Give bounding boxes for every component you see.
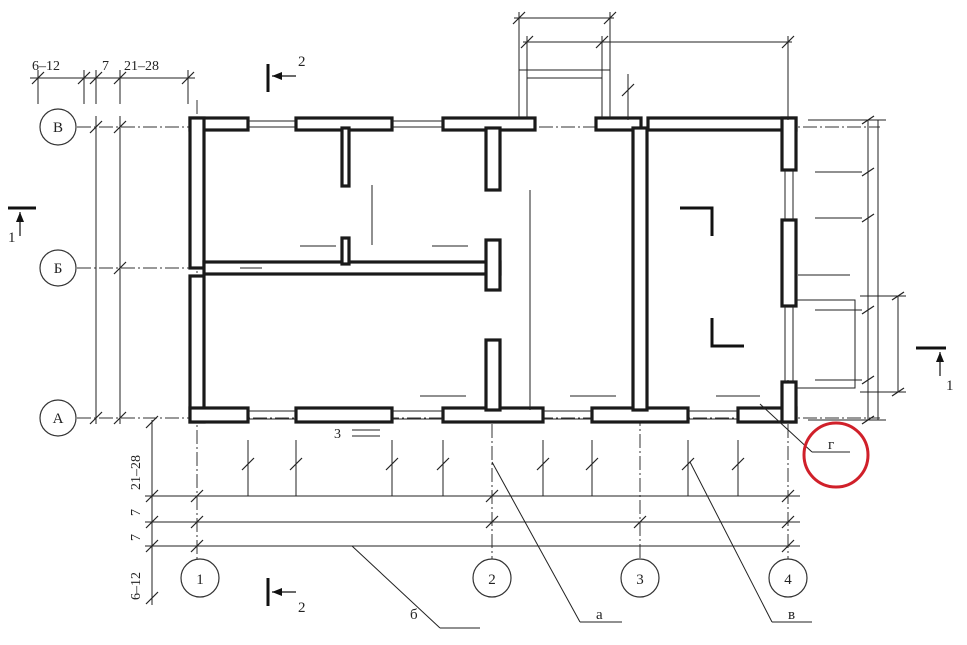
top-left-dim-1: 6–12 bbox=[32, 59, 60, 74]
axis-bubble-2 bbox=[472, 558, 512, 598]
section-corner-mark bbox=[680, 206, 714, 236]
callout-v: в bbox=[689, 461, 812, 623]
axis-bubble-3 bbox=[620, 558, 660, 598]
section-marker-2-top: 2 bbox=[266, 54, 306, 92]
axis-label-b: Б bbox=[54, 261, 63, 277]
column-axis-bubbles: 1 2 3 4 bbox=[180, 558, 808, 598]
arrow-up-icon bbox=[16, 212, 24, 222]
callout-a-label: а bbox=[596, 607, 603, 623]
small-dim-text: 3 bbox=[334, 427, 341, 442]
axis-label-2: 2 bbox=[488, 572, 496, 588]
walls bbox=[188, 116, 798, 424]
callout-a: а bbox=[491, 461, 622, 623]
wall-segment bbox=[646, 116, 798, 132]
highlight-circle bbox=[802, 421, 870, 489]
callout-b-label: б bbox=[410, 607, 418, 623]
top-left-dim-2: 7 bbox=[102, 59, 109, 74]
wall-segment bbox=[780, 116, 798, 172]
axis-label-a: А bbox=[53, 411, 64, 427]
wall-segment bbox=[631, 126, 649, 412]
section-corner-mark bbox=[710, 318, 744, 348]
left-dim-4: 6–12 bbox=[129, 572, 144, 600]
wall-segment bbox=[484, 338, 502, 412]
small-dimension: 3 bbox=[334, 427, 380, 442]
axis-bubble-a bbox=[39, 399, 77, 437]
left-vertical-dimensions bbox=[89, 116, 127, 425]
wall-segment bbox=[594, 116, 643, 132]
vestibule bbox=[518, 69, 611, 118]
section-1-left-label: 1 bbox=[8, 230, 16, 246]
axis-bubble-b bbox=[39, 249, 77, 287]
row-axis-bubbles: В Б А bbox=[39, 108, 77, 437]
right-dimension-chain bbox=[808, 115, 906, 425]
left-dimension-texts: 21–28 7 7 6–12 bbox=[129, 455, 144, 600]
axis-bubble-4 bbox=[768, 558, 808, 598]
bay-projection bbox=[796, 299, 856, 389]
section-marker-1-right: 1 bbox=[916, 346, 954, 394]
bottom-dimension-chains bbox=[145, 415, 800, 629]
section-marker-2-bottom: 2 bbox=[266, 578, 306, 616]
wall-segment bbox=[188, 116, 206, 270]
wall-segment bbox=[188, 406, 250, 424]
left-dim-2: 7 bbox=[129, 509, 144, 516]
callout-g: г bbox=[759, 403, 870, 489]
wall-segment bbox=[780, 218, 798, 308]
interior-marks bbox=[240, 171, 862, 410]
callout-v-label: в bbox=[788, 607, 795, 623]
wall-segment bbox=[340, 126, 351, 188]
left-dim-3: 7 bbox=[129, 534, 144, 541]
section-marks-inner bbox=[680, 206, 744, 348]
wall-segment bbox=[188, 274, 206, 424]
axis-label-4: 4 bbox=[784, 572, 792, 588]
left-dim-1: 21–28 bbox=[129, 455, 144, 490]
arrow-left-icon bbox=[272, 588, 282, 596]
section-1-right-label: 1 bbox=[946, 378, 954, 394]
wall-segment bbox=[780, 380, 798, 424]
axis-lines bbox=[55, 100, 880, 570]
top-left-dimension: 6–12 7 21–28 bbox=[30, 59, 195, 104]
axis-label-1: 1 bbox=[196, 572, 204, 588]
arrow-up-icon bbox=[936, 352, 944, 362]
axis-bubble-v bbox=[39, 108, 77, 146]
axis-label-v: В bbox=[53, 120, 63, 136]
section-2-bottom-label: 2 bbox=[298, 600, 306, 616]
wall-segment bbox=[484, 126, 502, 192]
section-marker-1-left: 1 bbox=[8, 206, 36, 246]
wall-segment bbox=[340, 236, 351, 266]
wall-segment bbox=[484, 238, 502, 292]
section-2-top-label: 2 bbox=[298, 54, 306, 70]
arrow-left-icon bbox=[272, 72, 282, 80]
window-lines bbox=[248, 120, 794, 420]
top-left-dim-3: 21–28 bbox=[124, 59, 159, 74]
callout-g-label: г bbox=[828, 437, 834, 453]
top-dimension-chain bbox=[512, 11, 795, 120]
callout-b: б bbox=[410, 607, 418, 623]
axis-label-3: 3 bbox=[636, 572, 644, 588]
axis-bubble-1 bbox=[180, 558, 220, 598]
wall-segment bbox=[294, 406, 394, 424]
